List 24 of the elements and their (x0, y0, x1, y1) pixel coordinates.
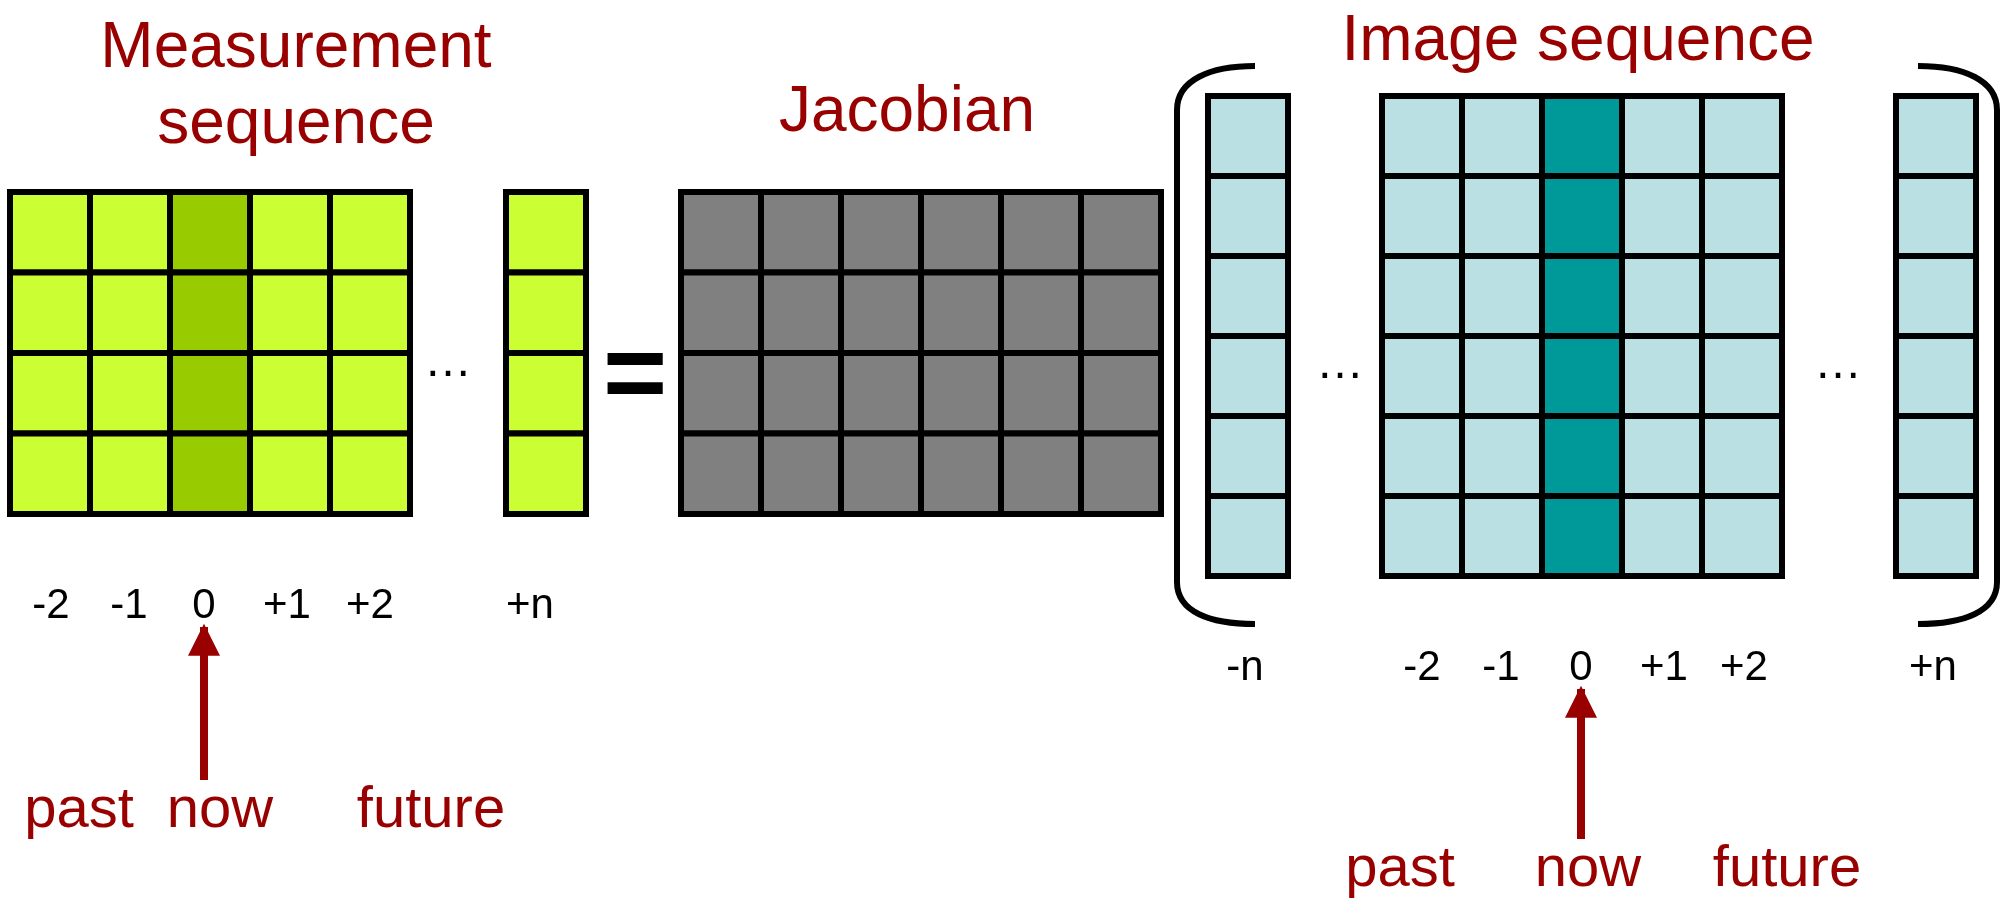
index-label: 0 (1569, 645, 1593, 687)
equals-sign: = (602, 317, 668, 427)
index-label: +1 (1640, 645, 1688, 687)
index-label: +2 (1720, 645, 1768, 687)
title-text: Image sequence (1340, 1, 1816, 76)
index-label: -1 (110, 583, 148, 625)
time-label: now (166, 778, 274, 836)
ellipsis: … (1814, 338, 1864, 386)
index-label: -2 (1403, 645, 1441, 687)
title-text: Measurement sequence (99, 8, 493, 159)
time-label: future (356, 778, 506, 836)
ellipsis: … (424, 336, 474, 384)
index-label: -1 (1482, 645, 1520, 687)
index-label: -2 (32, 583, 70, 625)
index-label: -n (1226, 645, 1264, 687)
index-label: +1 (263, 583, 311, 625)
title-text: Jacobian (777, 72, 1037, 147)
time-label: now (1534, 837, 1642, 895)
index-label: 0 (192, 583, 216, 625)
ellipsis: … (1316, 338, 1366, 386)
time-label: future (1712, 837, 1862, 895)
index-label: +2 (346, 583, 394, 625)
index-label: +n (1909, 645, 1957, 687)
index-label: +n (506, 583, 554, 625)
